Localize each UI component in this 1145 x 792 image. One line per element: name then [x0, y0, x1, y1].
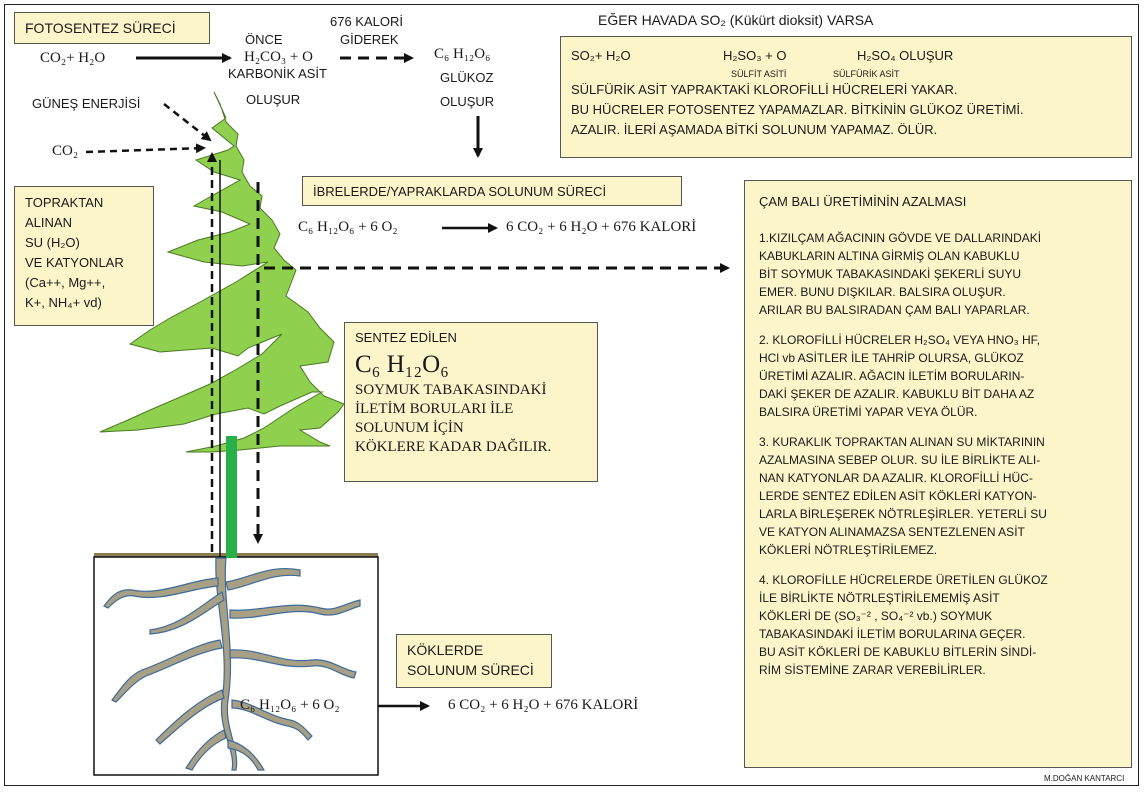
p1-line: EMER. BUNU DIŞKILAR. BALSIRA OLUŞUR. — [759, 285, 1006, 299]
needle-resp-title-box: İBRELERDE/YAPRAKLARDA SOLUNUM SÜRECİ — [302, 176, 682, 206]
needle-resp-right: 6 CO₂ + 6 H₂O + 676 KALORİ — [506, 219, 697, 235]
gone-label: GİDEREK — [340, 32, 399, 47]
p2-line: ÜRETİMİ AZALIR. AĞACIN İLETİM BORULARIN- — [759, 369, 1025, 383]
so2-eq-right: H₂SO₄ OLUŞUR — [857, 48, 954, 63]
glucose-label: GLÜKOZ — [440, 70, 494, 85]
pine-honey-point-2: 2. KLOROFİLLİ HÜCRELER H₂SO₄ VEYA HNO₃ H… — [759, 331, 1117, 421]
soil-line-2: ALINAN — [25, 215, 72, 230]
p3-line: LARLA BİRLEŞEREK NÖTRLEŞİRLER. YETERLİ S… — [759, 507, 1047, 521]
so2-heading: EĞER HAVADA SO₂ (Kükürt dioksit) VARSA — [598, 12, 874, 28]
p3-line: 3. KURAKLIK TOPRAKTAN ALINAN SU MİKTARIN… — [759, 435, 1045, 449]
p3-line: VE KATYON ALINAMAZSA SENTEZLENEN ASİT — [759, 525, 1025, 539]
synthesis-line-3: SOLUNUM İÇİN — [355, 420, 464, 436]
once-label: ÖNCE — [245, 32, 283, 47]
p1-line: ARILAR BU BALSIRADAN ÇAM BALI YAPARLAR. — [759, 303, 1030, 317]
arrow-sun — [163, 103, 212, 142]
p2-line: HCl vb ASİTLER İLE TAHRİP OLURSA, GLÜKOZ — [759, 351, 1024, 365]
sulfite-label: SÜLFİT ASİTİ — [731, 69, 787, 79]
p2-line: BALSIRA ÜRETİMİ YAPAR VEYA ÖLÜR. — [759, 405, 978, 419]
p3-line: KÖKLERİ NÖTRLEŞTİRİLEMEZ. — [759, 543, 938, 557]
p4-line: RİM SİSTEMİNE ZARAR VEREBİLİRLER. — [759, 663, 986, 677]
root-resp-left: C₆ H₁₂O₆ + 6 O₂ — [240, 697, 340, 713]
arrow-co2 — [85, 143, 206, 154]
carbonic-label: KARBONİK ASİT — [228, 66, 327, 81]
p4-line: 4. KLOROFİLLE HÜCRELERDE ÜRETİLEN GLÜKOZ — [759, 573, 1048, 587]
root-resp-right: 6 CO₂ + 6 H₂O + 676 KALORİ — [448, 697, 639, 713]
synthesis-line-4: KÖKLERE KADAR DAĞILIR. — [355, 439, 552, 455]
synthesis-line-1: SOYMUK TABAKASINDAKİ — [355, 382, 547, 398]
synthesis-formula: C₆ H₁₂O₆ — [355, 351, 449, 378]
forms-label-2: OLUŞUR — [440, 94, 495, 109]
p4-line: İLE BİRLİKTE NÖTRLEŞTİRİLEMEMİŞ ASİT — [759, 591, 1000, 605]
root-resp-title-2: SOLUNUM SÜRECİ — [407, 662, 534, 678]
author-credit: M.DOĞAN KANTARCI — [1044, 774, 1125, 783]
p4-line: BU ASİT KÖKLERİ DE KABUKLU BİTLERİN SİND… — [759, 645, 1037, 659]
p3-line: NAN KATYONLAR DA AZALIR. KLOROFİLLİ HÜC- — [759, 471, 1033, 485]
p4-line: KÖKLERİ DE (SO₃⁻² , SO₄⁻² vb.) SOYMUK — [759, 609, 993, 623]
p2-line: 2. KLOROFİLLİ HÜCRELER H₂SO₄ VEYA HNO₃ H… — [759, 333, 1040, 347]
soil-line-4: VE KATYONLAR — [25, 255, 124, 270]
sun-energy-label: GÜNEŞ ENERJİSİ — [32, 96, 141, 111]
photosynthesis-title-box: FOTOSENTEZ SÜRECİ — [14, 12, 210, 44]
pine-honey-box: ÇAM BALI ÜRETİMİNİN AZALMASI 1.KIZILÇAM … — [744, 180, 1132, 768]
p1-line: BİT SOYMUK TABAKASINDAKİ ŞEKERLİ SUYU — [759, 267, 1022, 281]
soil-line-6: K+, NH₄+ vd) — [25, 295, 102, 310]
photosynthesis-reactants: CO₂+ H₂O — [40, 50, 106, 66]
root-system — [103, 557, 361, 771]
needle-resp-left: C₆ H₁₂O₆ + 6 O₂ — [298, 219, 398, 235]
soil-uptake-box: TOPRAKTAN ALINAN SU (H₂O) VE KATYONLAR (… — [14, 186, 154, 326]
synthesis-title: SENTEZ EDİLEN — [355, 330, 457, 345]
root-resp-title-box: KÖKLERDE SOLUNUM SÜRECİ — [396, 634, 552, 688]
diagram-frame — [4, 4, 1139, 786]
so2-line-1: SÜLFÜRİK ASİT YAPRAKTAKİ KLOROFİLLİ HÜCR… — [571, 82, 958, 97]
p1-line: KABUKLARIN ALTINA GİRMİŞ OLAN KABUKLU — [759, 249, 1020, 263]
so2-line-3: AZALIR. İLERİ AŞAMADA BİTKİ SOLUNUM YAPA… — [571, 122, 938, 137]
pine-honey-point-1: 1.KIZILÇAM AĞACININ GÖVDE VE DALLARINDAK… — [759, 229, 1117, 319]
soil-line-3: SU (H₂O) — [25, 235, 80, 250]
calories-label: 676 KALORİ — [330, 14, 403, 29]
so2-eq-mid: H₂SO₃ + O — [723, 48, 787, 63]
pine-honey-point-4: 4. KLOROFİLLE HÜCRELERDE ÜRETİLEN GLÜKOZ… — [759, 571, 1117, 679]
synthesis-box: SENTEZ EDİLEN C₆ H₁₂O₆ SOYMUK TABAKASIND… — [344, 322, 598, 482]
so2-line-2: BU HÜCRELER FOTOSENTEZ YAPAMAZLAR. BİTKİ… — [571, 102, 1024, 117]
forms-label-1: OLUŞUR — [246, 92, 301, 107]
trunk-phloem — [226, 436, 237, 558]
photosynthesis-title: FOTOSENTEZ SÜRECİ — [25, 20, 176, 36]
pine-honey-point-3: 3. KURAKLIK TOPRAKTAN ALINAN SU MİKTARIN… — [759, 433, 1117, 559]
p4-line: TABAKASINDAKİ İLETİM BORULARINA GEÇER. — [759, 627, 1026, 641]
so2-eq-left: SO₂+ H₂O — [571, 48, 631, 63]
sulfuric-label: SÜLFÜRİK ASİT — [833, 69, 900, 79]
so2-box: SO₂+ H₂O H₂SO₃ + O H₂SO₄ OLUŞUR SÜLFİT A… — [560, 36, 1132, 158]
soil-line-5: (Ca++, Mg++, — [25, 275, 106, 290]
pine-honey-title: ÇAM BALI ÜRETİMİNİN AZALMASI — [759, 194, 967, 209]
soil-line-1: TOPRAKTAN — [25, 195, 104, 210]
p1-line: 1.KIZILÇAM AĞACININ GÖVDE VE DALLARINDAK… — [759, 231, 1042, 245]
p3-line: LERDE SENTEZ EDİLEN ASİT KÖKLERİ KATYON- — [759, 489, 1037, 503]
co2-label: CO₂ — [52, 143, 79, 159]
synthesis-line-2: İLETİM BORULARI İLE — [355, 401, 514, 417]
pine-crown — [99, 91, 345, 453]
p3-line: AZALMASINA SEBEP OLUR. SU İLE BİRLİKTE A… — [759, 453, 1041, 467]
p2-line: DAKİ ŞEKER DE AZALIR. KABUKLU BİT DAHA A… — [759, 387, 1035, 401]
needle-resp-title: İBRELERDE/YAPRAKLARDA SOLUNUM SÜRECİ — [313, 184, 607, 199]
root-resp-title-1: KÖKLERDE — [407, 642, 484, 658]
glucose-formula: C₆ H₁₂O₆ — [434, 46, 491, 62]
carbonic-formula: H₂CO₃ + O — [244, 49, 313, 65]
